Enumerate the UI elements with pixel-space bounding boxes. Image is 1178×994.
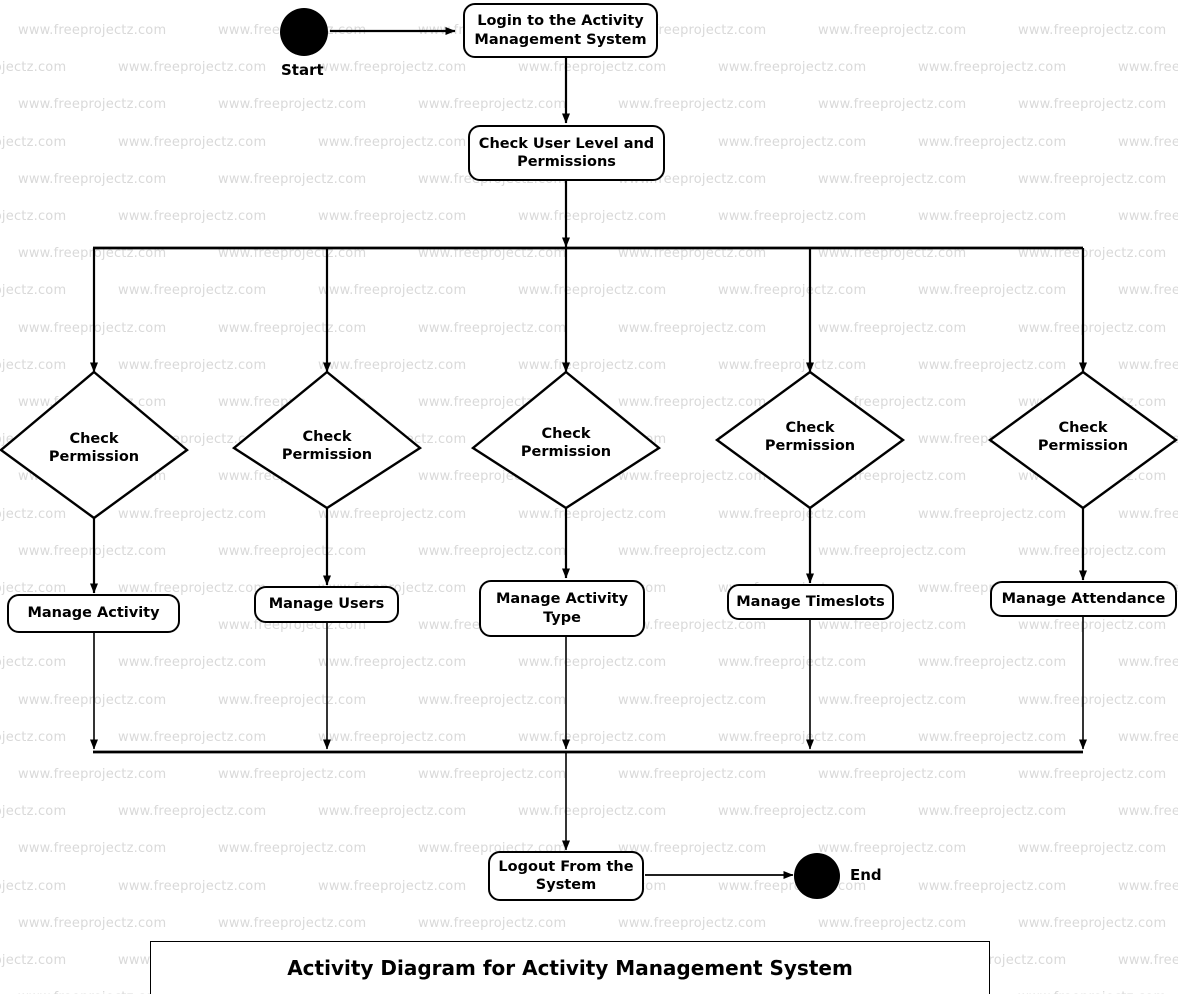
action-node-logout: Logout From the System	[488, 851, 644, 901]
decision-node-1	[0, 370, 189, 520]
decision-node-4-label: Check Permission	[764, 420, 856, 455]
action-node-check-user-level: Check User Level and Permissions	[468, 125, 665, 181]
action-node-manage-attendance: Manage Attendance	[990, 581, 1177, 617]
decision-node-5-label: Check Permission	[1037, 420, 1129, 455]
end-label: End	[850, 866, 882, 884]
diagram-caption: Activity Diagram for Activity Management…	[150, 941, 990, 994]
decision-node-3-wrapper: Check Permission	[496, 425, 636, 469]
decision-node-4-wrapper: Check Permission	[740, 419, 880, 463]
decision-node-2	[231, 370, 423, 510]
end-node	[794, 853, 840, 899]
action-node-manage-activity-type: Manage Activity Type	[479, 580, 645, 637]
decision-node-5	[987, 370, 1178, 510]
action-node-login: Login to the Activity Management System	[463, 3, 658, 58]
decision-node-3-label: Check Permission	[520, 426, 612, 461]
decision-node-1-wrapper: Check Permission	[24, 430, 164, 474]
action-node-manage-timeslots: Manage Timeslots	[727, 584, 894, 620]
start-node	[280, 8, 328, 56]
start-label: Start	[281, 61, 324, 79]
action-node-manage-activity: Manage Activity	[7, 594, 180, 633]
decision-node-5-wrapper: Check Permission	[1013, 419, 1153, 463]
decision-node-2-wrapper: Check Permission	[257, 428, 397, 472]
decision-node-1-label: Check Permission	[48, 431, 140, 466]
decision-node-3	[470, 370, 662, 510]
decision-node-4	[714, 370, 906, 510]
action-node-manage-users: Manage Users	[254, 586, 399, 623]
decision-node-2-label: Check Permission	[281, 429, 373, 464]
